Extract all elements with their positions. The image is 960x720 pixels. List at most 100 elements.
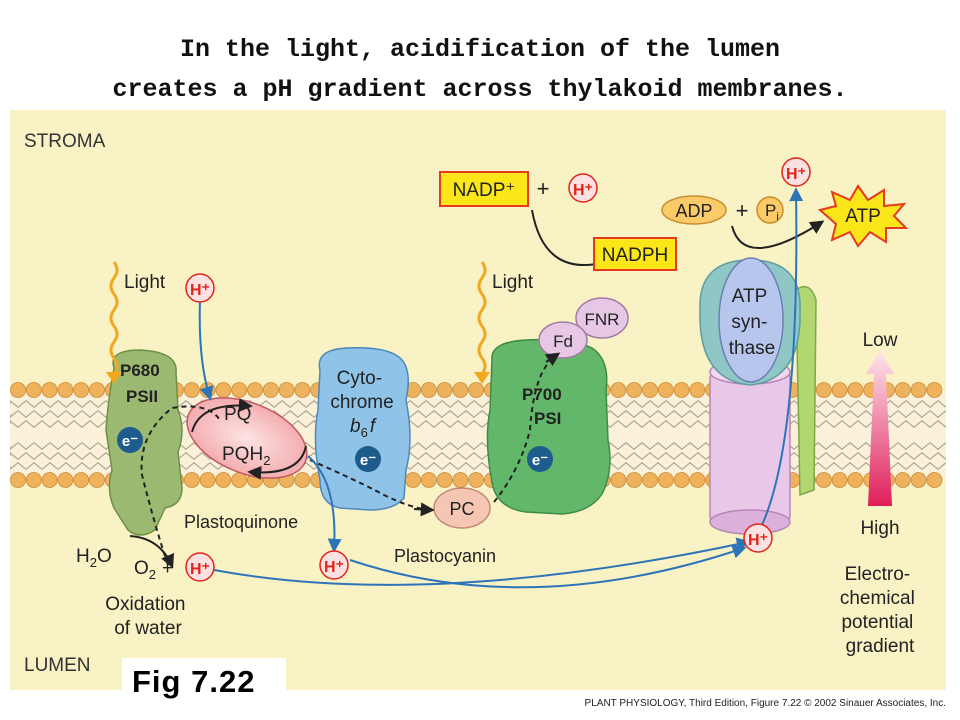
pi-label: P [765, 201, 776, 220]
gradient-caption-2: chemical [840, 588, 915, 609]
lipid-head [910, 382, 927, 398]
svg-text:Electro- chemical pote: Electro- chemical potential gradient [840, 564, 920, 657]
nadp-label: NADP⁺ [453, 180, 516, 201]
svg-text:ATP syn- thase: ATP syn- thase [729, 286, 775, 359]
lipid-head [689, 472, 706, 488]
figure-label: Fig 7.22 [132, 664, 256, 699]
lipid-head [73, 472, 90, 488]
svg-text:e⁻: e⁻ [360, 452, 376, 469]
pi-subscript: i [776, 211, 778, 223]
atp-burst [817, 184, 909, 248]
nadp-box [439, 171, 529, 207]
lipid-head [89, 472, 105, 488]
gradient-caption-4: gradient [846, 636, 915, 657]
lipid-head [847, 382, 864, 398]
ferredoxin [538, 321, 588, 359]
svg-text:PQH2: PQH2 [222, 444, 270, 468]
photosystem-i: P700 PSI [486, 338, 611, 515]
adp-oval [661, 195, 727, 225]
lipid-head [215, 472, 232, 488]
light-arrowhead-psii [106, 372, 122, 384]
lipid-head [452, 382, 469, 398]
p680-label: P680 [120, 361, 160, 380]
lipid-head [10, 382, 26, 398]
lipid-head [73, 382, 90, 398]
lipid-head [831, 382, 848, 398]
title-line-1: In the light, acidification of the lumen [179, 35, 781, 64]
lipid-head [610, 382, 627, 398]
adp-label: ADP [675, 201, 712, 221]
stroma-label: STROMA [24, 131, 106, 152]
lipid-head [183, 472, 200, 488]
thylakoid-diagram: STROMA LUMEN ATP syn- thase P680 PSII Cy… [10, 110, 946, 690]
svg-text:H⁺: H⁺ [324, 559, 344, 576]
lipid-head [910, 472, 927, 488]
fnr-protein [575, 297, 629, 339]
lipid-head [41, 382, 58, 398]
lipid-head [41, 472, 58, 488]
light-label-psi: Light [492, 272, 534, 293]
svg-text:e⁻: e⁻ [532, 452, 548, 469]
lipid-head [452, 472, 469, 488]
lipid-head [926, 472, 943, 488]
fd-label: Fd [553, 332, 573, 351]
lipid-head [626, 472, 643, 488]
lipid-head [815, 382, 832, 398]
light-arrowhead-psi [474, 372, 490, 384]
lumen-label: LUMEN [24, 655, 91, 676]
cytochrome-label-2: chrome [330, 392, 393, 413]
electron-badge-psi: e⁻ [527, 446, 553, 472]
atp-synthase-label-3: thase [729, 338, 775, 359]
light-squiggle-psi [477, 261, 487, 375]
lipid-head [610, 472, 627, 488]
o2-plus: + [162, 558, 173, 579]
proton-badge-nadp: H⁺ [568, 173, 598, 203]
psi-label: PSI [534, 409, 561, 428]
gradient-high-label: High [860, 518, 899, 539]
svg-text:e⁻: e⁻ [122, 433, 138, 450]
lipid-head [847, 472, 864, 488]
oxidation-caption-2: of water [114, 618, 182, 639]
lipid-head [10, 472, 26, 488]
lipid-head [894, 382, 911, 398]
lipid-head [231, 382, 248, 398]
svg-text:H⁺: H⁺ [190, 561, 210, 578]
electron-badge-cytb6f: e⁻ [355, 446, 381, 472]
svg-text:O2+: O2+ [134, 558, 173, 582]
figure-label-box [122, 658, 286, 710]
pq-label: PQ [224, 404, 251, 425]
proton-badge-atp-synthase-lumen: H⁺ [743, 523, 773, 553]
atp-label: ATP [845, 206, 881, 227]
lipid-head [689, 382, 706, 398]
plastocyanin-caption: Plastocyanin [394, 546, 496, 566]
cytochrome-f: f [370, 416, 377, 437]
psii-label: PSII [126, 387, 158, 406]
nadph-label: NADPH [602, 245, 669, 266]
photosystem-ii: P680 PSII [105, 349, 183, 536]
lipid-head [673, 382, 690, 398]
svg-text:Cyto- chrome: Cyto- chrome [330, 368, 393, 413]
lipid-head [642, 382, 658, 398]
proton-badge-psii-stroma: H⁺ [185, 273, 215, 303]
pqh2-label: PQH [222, 444, 263, 465]
proton-arrow-cytb6f [307, 455, 342, 553]
proton-badge-water: H⁺ [185, 552, 215, 582]
electrochemical-gradient-arrow [866, 350, 894, 506]
phosphate-circle [756, 196, 784, 224]
lipid-head [436, 382, 453, 398]
gradient-caption-3: potential [841, 612, 913, 633]
gradient-low-label: Low [863, 330, 898, 351]
lipid-head [673, 472, 690, 488]
h2o-o: O [97, 546, 112, 567]
title-line-2: creates a pH gradient across thylakoid m… [112, 75, 848, 104]
proton-badge-cytb6f-lumen: H⁺ [319, 550, 349, 580]
lipid-head [262, 382, 279, 398]
adp-plus: + [736, 198, 749, 223]
lipid-head [89, 382, 105, 398]
lipid-head [25, 382, 42, 398]
lipid-head [294, 472, 311, 488]
nadp-plus: + [537, 176, 550, 201]
lipid-head [642, 472, 658, 488]
plastoquinone-caption: Plastoquinone [184, 512, 298, 532]
